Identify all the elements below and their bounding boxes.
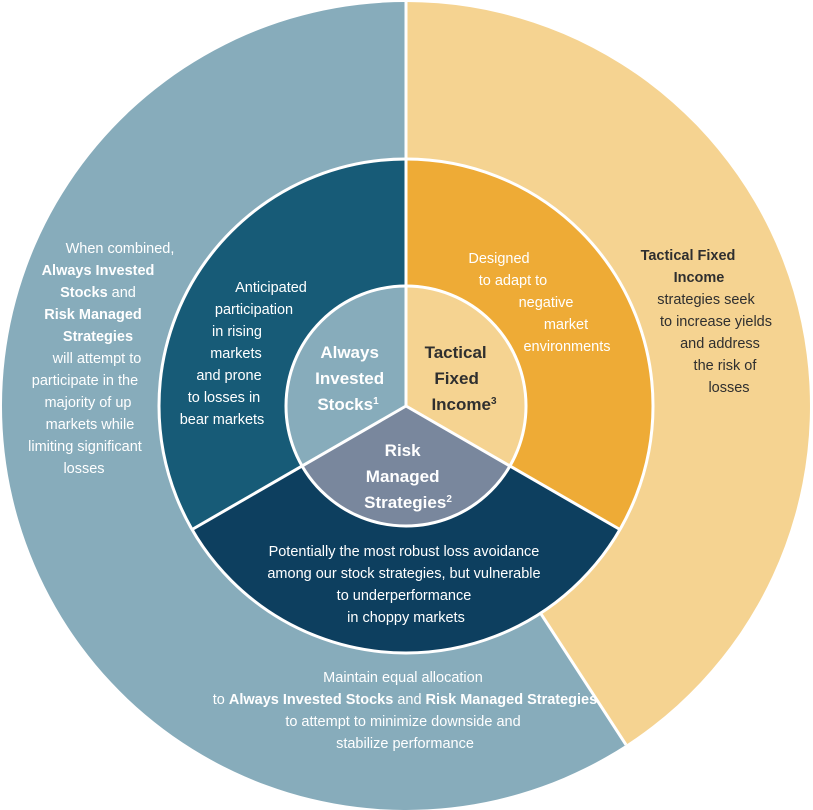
outer-left-line-8: majority of up [44,395,131,411]
outer-right-line-5: and address [680,336,760,352]
outer-left-line-4: Risk Managed [44,307,142,323]
outer-left-line-3: Stocks and [60,285,136,301]
core-border [284,284,528,528]
outer-ring-fixed-income-segment [406,2,810,745]
outer-left-line-5: Strategies [63,329,133,345]
outer-bottom-line-4: stabilize performance [336,736,474,752]
outer-bottom-line-2-c: and [393,692,425,708]
middle-ring-fixed-income-segment [406,158,654,530]
outer-right-line-3: strategies seek [657,292,755,308]
outer-ring-stocks-risk-segment [1,2,627,810]
core-risk-line-2: Managed [366,467,440,486]
outer-right-line-1: Tactical Fixed [641,248,736,264]
outer-left-line-3-plain: and [108,285,136,301]
divider-lower-left [191,404,407,531]
core-fixed-line-3: Income3 [431,395,497,414]
middle-stocks-line-6: to losses in [188,390,261,406]
core-stocks-line-1: Always [320,343,379,362]
outer-left-line-2: Always Invested [42,263,155,279]
core-fixed-word: Income [431,395,491,414]
middle-fixed-line-5: environments [523,339,610,355]
core-fixed-line-1: Tactical [425,343,487,362]
outer-left-line-9: markets while [46,417,135,433]
middle-ring-border [157,157,655,655]
middle-risk-line-3: to underperformance [337,588,472,604]
segment-dividers [157,2,655,746]
middle-risk-line-4: in choppy markets [347,610,465,626]
outer-right-line-4: to increase yields [660,314,772,330]
core-stocks-word: Stocks [317,395,373,414]
core-stocks-line-2: Invested [315,369,384,388]
outer-bottom-line-2-a: to [213,692,229,708]
divider-outer-right [539,612,628,746]
core-fixed-income-segment [406,285,527,467]
outer-left-line-7: participate in the [32,373,138,389]
middle-stocks-note: Anticipated participation in rising mark… [180,280,311,428]
outer-left-line-3-bold: Stocks [60,285,108,301]
outer-bottom-line-2-b: Always Invested Stocks [229,692,393,708]
outer-left-note: When combined, Always Invested Stocks an… [28,241,178,477]
outer-right-line-2: Income [674,270,725,286]
core-stocks-label: Always Invested Stocks1 [315,343,389,414]
middle-fixed-line-3: negative [519,295,574,311]
middle-stocks-line-3: in rising [212,324,262,340]
core-stocks-footnote: 1 [373,396,379,407]
outer-bottom-note: Maintain equal allocation to Always Inve… [213,670,601,752]
middle-stocks-line-4: markets [210,346,262,362]
middle-fixed-line-1: Designed [468,251,529,267]
core-stocks-segment [285,285,406,467]
middle-fixed-income-note: Designed to adapt to negative market env… [468,251,610,355]
middle-risk-note: Potentially the most robust loss avoidan… [267,544,544,626]
core-fixed-line-2: Fixed [434,369,478,388]
core-fixed-income-label: Tactical Fixed Income3 [425,343,497,414]
outer-bottom-line-2: to Always Invested Stocks and Risk Manag… [213,692,597,708]
core-risk-line-3: Strategies2 [364,493,452,512]
divider-lower-right [405,404,621,531]
outer-left-line-1: When combined, [66,241,175,257]
middle-stocks-line-2: participation [215,302,293,318]
middle-risk-line-2: among our stock strategies, but vulnerab… [267,566,540,582]
middle-ring-risk-segment [191,466,621,654]
middle-fixed-line-4: market [544,317,588,333]
middle-stocks-line-7: bear markets [180,412,265,428]
outer-bottom-line-3: to attempt to minimize downside and [285,714,520,730]
core-risk-footnote: 2 [446,494,452,505]
outer-left-line-11: losses [63,461,104,477]
middle-stocks-line-1: Anticipated [235,280,307,296]
core-fixed-footnote: 3 [491,396,497,407]
outer-left-line-10: limiting significant [28,439,142,455]
core-risk-word: Strategies [364,493,446,512]
middle-risk-line-1: Potentially the most robust loss avoidan… [269,544,540,560]
outer-bottom-line-1: Maintain equal allocation [323,670,483,686]
outer-right-line-7: losses [708,380,749,396]
core-stocks-line-3: Stocks1 [317,395,379,414]
outer-left-line-6: will attempt to [52,351,142,367]
outer-bottom-line-2-d: Risk Managed Strategies [426,692,598,708]
core-risk-line-1: Risk [385,441,421,460]
middle-stocks-line-5: and prone [196,368,261,384]
outer-right-note: Tactical Fixed Income strategies seek to… [641,248,776,396]
middle-ring-stocks-segment [158,158,406,530]
core-risk-label: Risk Managed Strategies2 [364,441,452,512]
outer-right-line-6: the risk of [694,358,758,374]
middle-fixed-line-2: to adapt to [479,273,548,289]
